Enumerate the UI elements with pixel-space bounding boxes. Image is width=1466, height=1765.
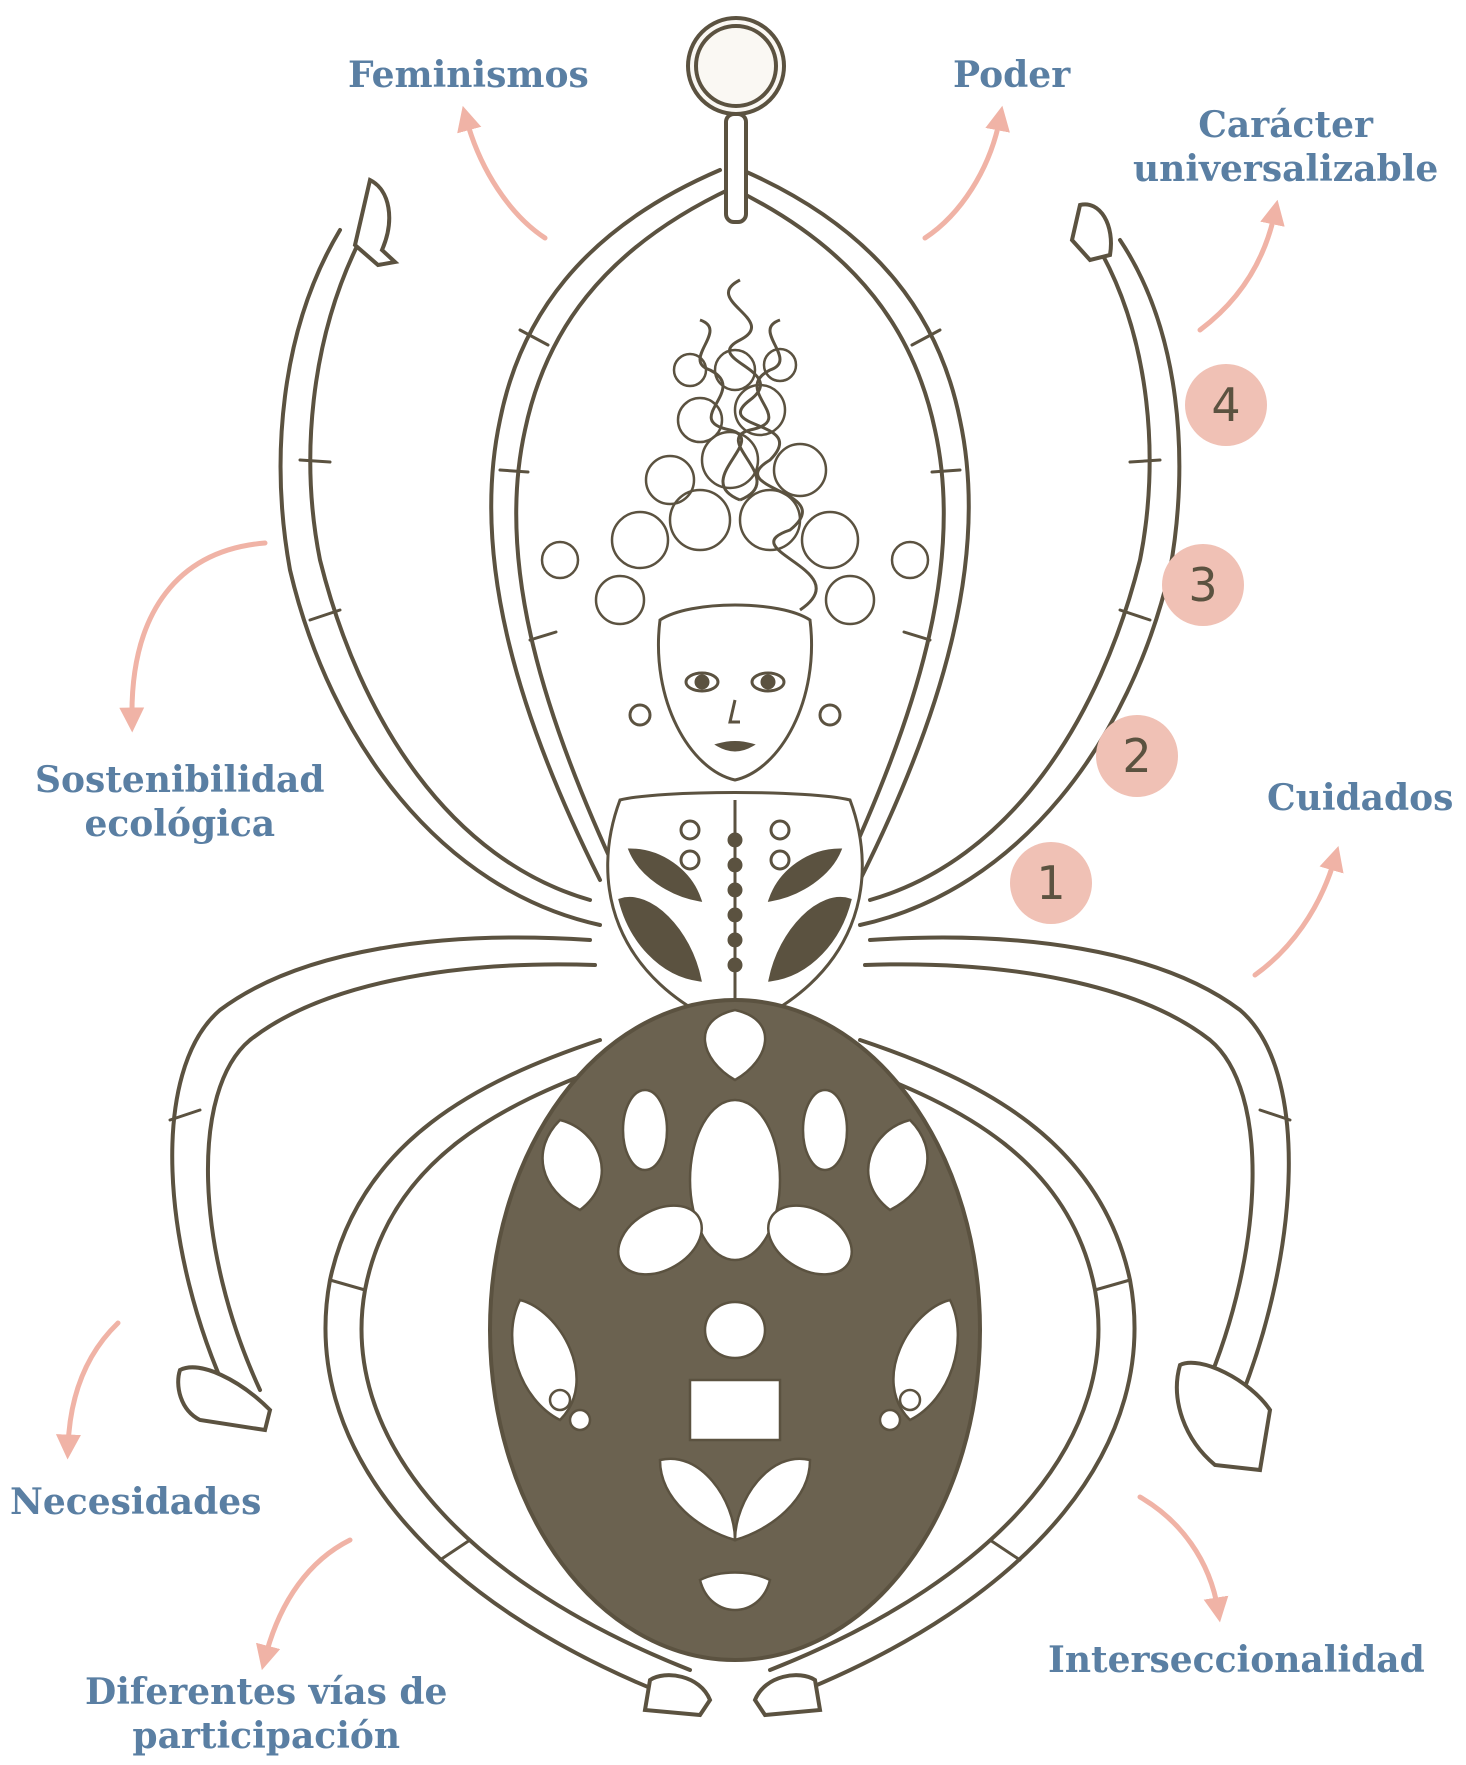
- woman-face: [630, 605, 840, 780]
- leg-second-left: [310, 240, 590, 900]
- number-badge-1: 1: [1010, 842, 1092, 924]
- arrow-feminismos: [466, 118, 545, 238]
- cactus-pattern: [490, 1000, 980, 1660]
- high-heel-icon: [1072, 204, 1111, 260]
- label-caracter-universalizable: Carácter universalizable: [1133, 103, 1438, 191]
- label-poder: Poder: [953, 53, 1070, 97]
- label-sostenibilidad-line1: Sostenibilidad: [35, 758, 325, 802]
- magnifying-glass-icon: [688, 18, 784, 222]
- bodice: [608, 793, 863, 1031]
- curly-hair: [542, 280, 928, 624]
- label-cuidados: Cuidados: [1267, 776, 1453, 820]
- high-heel-icon: [355, 180, 395, 265]
- arrow-interseccionalidad: [1140, 1497, 1218, 1610]
- number-badge-2: 2: [1096, 715, 1178, 797]
- label-feminismos: Feminismos: [348, 53, 589, 97]
- sneaker-icon: [1177, 1363, 1270, 1470]
- label-sostenibilidad-line2: ecológica: [35, 802, 325, 846]
- label-caracter-line2: universalizable: [1133, 147, 1438, 191]
- label-sostenibilidad-ecologica: Sostenibilidad ecológica: [35, 758, 325, 846]
- label-interseccionalidad: Interseccionalidad: [1048, 1638, 1425, 1682]
- leg-second-right: [870, 250, 1150, 900]
- number-badge-3: 3: [1162, 544, 1244, 626]
- arrow-cuidados: [1255, 858, 1335, 975]
- number-badge-4: 4: [1185, 364, 1267, 446]
- arrow-caracter: [1200, 212, 1275, 330]
- label-diferentes-line2: participación: [85, 1714, 447, 1758]
- arrow-necesidades: [68, 1323, 118, 1447]
- arrow-sostenibilidad: [132, 543, 265, 720]
- arrow-diferentes: [265, 1540, 350, 1658]
- sneaker-icon: [645, 1675, 820, 1715]
- label-caracter-line1: Carácter: [1133, 103, 1438, 147]
- label-diferentes-line1: Diferentes vías de: [85, 1670, 447, 1714]
- arrow-poder: [925, 118, 1000, 238]
- label-necesidades: Necesidades: [10, 1480, 261, 1524]
- label-diferentes-vias: Diferentes vías de participación: [85, 1670, 447, 1758]
